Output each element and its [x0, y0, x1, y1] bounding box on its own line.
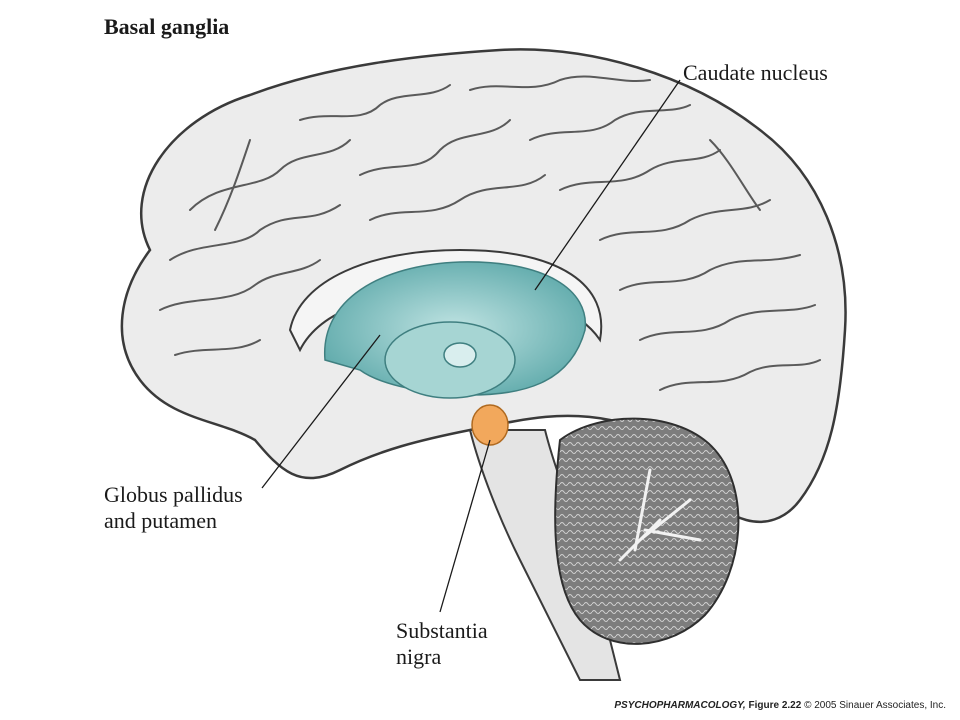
credit-figure-number: Figure 2.22 — [748, 700, 802, 711]
caudate-label-text: Caudate nucleus — [683, 60, 828, 85]
sulci-lines — [159, 75, 821, 391]
figure-credit: PSYCHOPHARMACOLOGY, Figure 2.22 © 2005 S… — [614, 700, 946, 711]
credit-book-title: PSYCHOPHARMACOLOGY, — [614, 700, 746, 711]
substantia-nigra — [471, 404, 509, 446]
globus-label-line2: and putamen — [104, 508, 218, 533]
globus-leader-line — [261, 334, 381, 489]
globus-pallidus-label: Globus pallidus and putamen — [104, 482, 243, 534]
substantia-label-line1: Substantia — [396, 618, 488, 643]
globus-label-line1: Globus pallidus — [104, 482, 243, 507]
credit-copyright: © 2005 Sinauer Associates, Inc. — [804, 700, 946, 711]
caudate-leader-line — [534, 79, 681, 291]
substantia-leader-line — [439, 439, 491, 613]
caudate-nucleus-label: Caudate nucleus — [683, 60, 828, 86]
substantia-nigra-label: Substantia nigra — [396, 618, 488, 670]
substantia-label-line2: nigra — [396, 644, 442, 669]
figure-title: Basal ganglia — [104, 14, 230, 39]
cerebellum-arbor-vitae — [618, 468, 702, 562]
thalamus-oval — [443, 342, 477, 368]
